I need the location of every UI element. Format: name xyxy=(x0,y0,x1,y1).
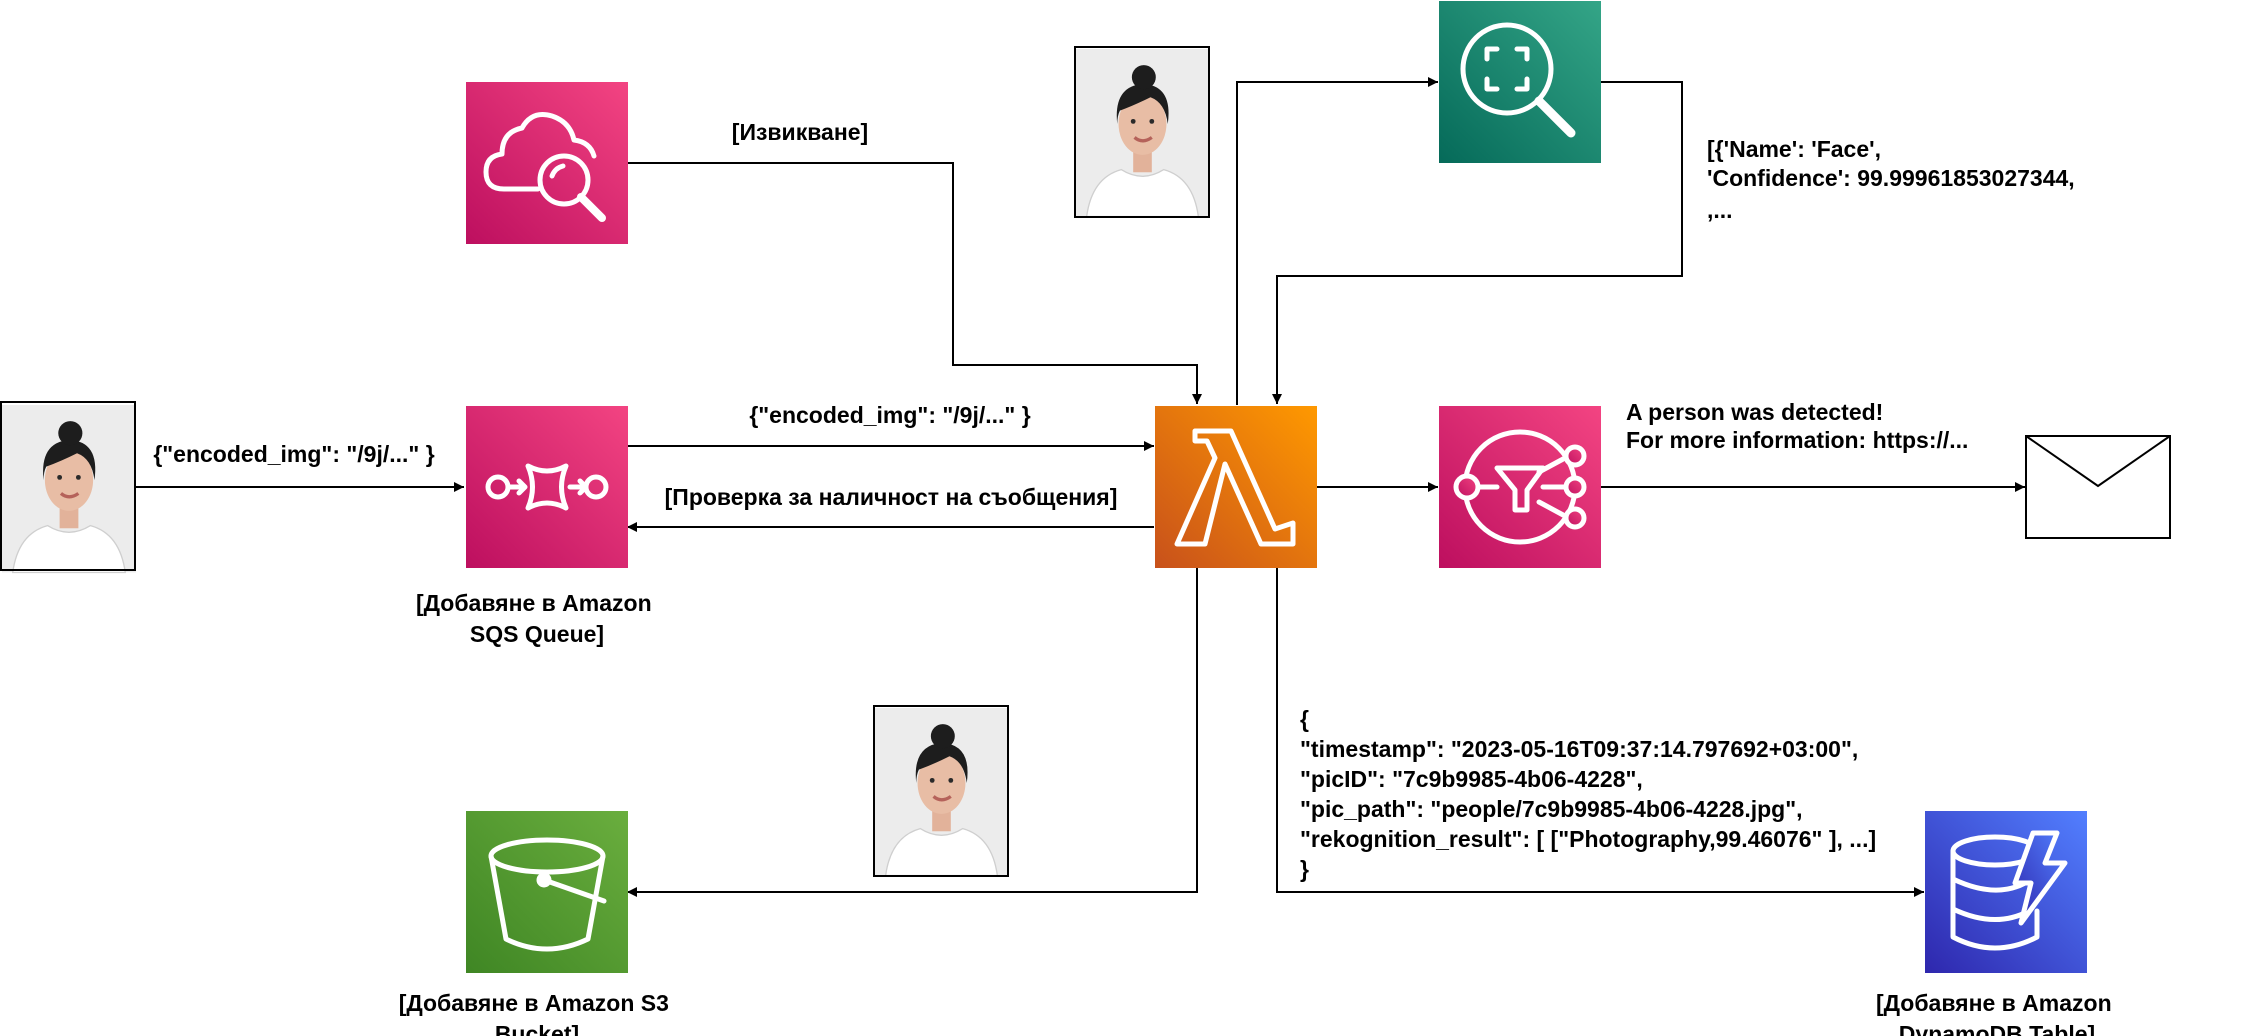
label-rekognition-result: [{'Name': 'Face', 'Confidence': 99.99961… xyxy=(1707,136,2081,223)
person-photo-rekognition xyxy=(1074,46,1211,219)
label-poll: [Проверка за наличност на съобщения] xyxy=(665,484,1118,510)
s3-icon xyxy=(466,811,628,973)
connectors xyxy=(136,77,2025,897)
label-dynamodb-record: { "timestamp": "2023-05-16T09:37:14.7976… xyxy=(1300,706,1883,882)
person-photo-s3 xyxy=(873,705,1010,878)
edge-lambda-to-dynamodb xyxy=(1276,568,1924,897)
sns-icon xyxy=(1439,406,1601,568)
edge-lambda-to-rekognition xyxy=(1236,77,1438,405)
person-photo-source xyxy=(0,401,138,575)
edge-lambda-to-s3 xyxy=(627,568,1198,897)
sqs-icon xyxy=(466,406,628,568)
dynamodb-icon xyxy=(1925,811,2087,973)
caption-dynamodb: [Добавяне в Amazon DynamoDB Table] xyxy=(1876,990,2118,1036)
email-icon xyxy=(2025,435,2171,539)
caption-sqs: [Добавяне в Amazon SQS Queue] xyxy=(416,590,658,647)
edge-cloudwatch-to-lambda xyxy=(627,162,1202,404)
label-notification: A person was detected! For more informat… xyxy=(1626,399,1968,453)
rekognition-icon xyxy=(1439,1,1601,163)
caption-s3: [Добавяне в Amazon S3 Bucket] xyxy=(399,990,676,1036)
lambda-icon xyxy=(1155,406,1317,568)
edge-rekognition-to-lambda xyxy=(1272,81,1683,404)
cloudwatch-icon xyxy=(466,82,628,244)
label-invoke: [Извикване] xyxy=(732,119,868,145)
label-encoded-left: {"encoded_img": "/9j/..." } xyxy=(153,441,434,467)
label-encoded-mid: {"encoded_img": "/9j/..." } xyxy=(749,402,1030,428)
